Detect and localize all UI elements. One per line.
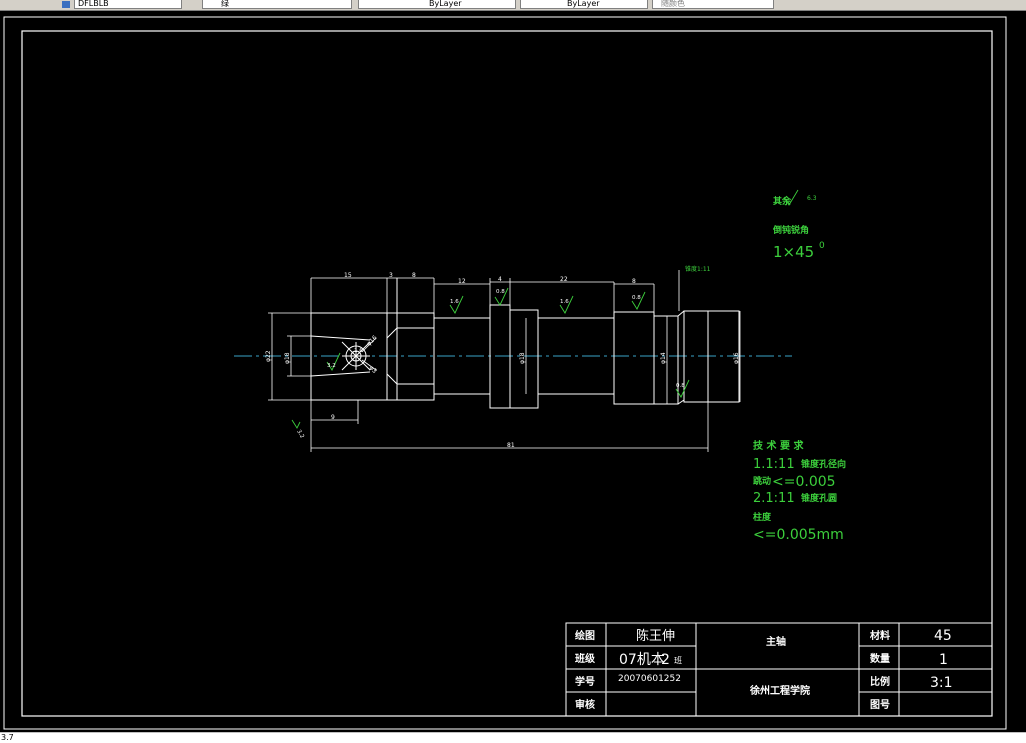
sheet-outer-border [3, 16, 1007, 730]
rough-1-6b: 1.6 [560, 299, 569, 305]
review-label: 审核 [575, 698, 595, 711]
general-notes: 其余 6.3 倒钝锐角 1×45 0 [772, 195, 825, 261]
dim-phi16b: φ16 [365, 334, 378, 347]
draw-value: 陈王伸 [636, 628, 675, 644]
dim-3: 3 [389, 272, 393, 279]
technical-requirements: 技 术 要 求 1.1:11 锥度孔径向 跳动 <=0.005 2.1:11 锥… [753, 439, 846, 543]
rough-0-8a: 0.8 [496, 289, 505, 295]
material-label: 材料 [870, 629, 890, 642]
req1b-text: 跳动 [753, 475, 771, 487]
req1b-val: <=0.005 [772, 474, 836, 490]
id-value: 20070601252 [618, 674, 681, 684]
drawing-frame [21, 30, 993, 717]
lineweight-dropdown[interactable]: ByLayer [520, 0, 648, 9]
layer-state-icon[interactable] [62, 1, 70, 8]
req1-text: 锥度孔径向 [801, 458, 846, 470]
qty-label: 数量 [870, 652, 890, 665]
cross-hole-symbol [341, 341, 371, 371]
drawing-no-label: 图号 [870, 699, 890, 711]
roughness-values: 0.8 1.6 1.6 0.8 0.8 3.2 1.6 3.2 [295, 289, 685, 440]
dim-4: 4 [498, 276, 502, 283]
linetype-dropdown[interactable]: ByLayer [358, 0, 516, 9]
roughness-symbols [291, 189, 799, 429]
rough-3-2b: 3.2 [295, 429, 305, 440]
properties-toolbar: DFLBLB 绿 ByLayer ByLayer 随颜色 [0, 0, 1026, 11]
tech-title: 技 术 要 求 [753, 439, 804, 452]
layer-dropdown[interactable]: DFLBLB [74, 0, 182, 9]
rough-1-6a: 1.6 [450, 299, 459, 305]
req1-num: 1.1:11 [753, 457, 795, 472]
dim-15: 15 [344, 272, 352, 279]
rough-0-8b: 0.8 [632, 295, 641, 301]
dimension-lines [268, 270, 741, 452]
dim-8a: 8 [412, 272, 416, 279]
class-small: 班 [674, 655, 682, 665]
dim-22: 22 [560, 276, 568, 283]
school-name: 徐州工程学院 [749, 684, 810, 697]
other-rough-value: 6.3 [807, 195, 817, 202]
rough-0-8c: 0.8 [676, 383, 685, 389]
dim-phi16: φ16 [733, 352, 740, 364]
dimension-texts: 15 3 8 12 4 22 8 9 81 φ22 φ18 φ18 φ14 φ1… [265, 272, 740, 449]
coordinate-readout: 3.7 [1, 733, 14, 742]
class-value: 07机本 [619, 652, 665, 668]
taper-note: 锥度1:11 [685, 265, 711, 273]
dim-phi22: φ22 [265, 350, 272, 362]
chamfer-sup: 0 [819, 241, 825, 251]
dim-phi14: φ14 [660, 352, 667, 364]
plotstyle-dropdown[interactable]: 随颜色 [652, 0, 774, 9]
class-num: 2 [661, 652, 670, 668]
req2-num: 2.1:11 [753, 491, 795, 506]
req2-text: 锥度孔圆 [801, 492, 837, 504]
part-name: 主轴 [766, 635, 786, 648]
req2b-val: <=0.005mm [753, 527, 844, 543]
command-status-bar: 3.7 [0, 732, 1026, 743]
class-label: 班级 [575, 652, 596, 665]
qty-value: 1 [939, 652, 948, 668]
dim-8b: 8 [632, 278, 636, 285]
rough-3-2a: 3.2 [327, 363, 336, 369]
shaft-outline [310, 278, 740, 409]
dim-phi18b: φ18 [519, 352, 526, 364]
scale-label: 比例 [870, 675, 890, 688]
rough-1-6c: 1.6 [354, 348, 363, 354]
id-label: 学号 [575, 675, 595, 688]
draw-label: 绘图 [575, 629, 595, 642]
chamfer-value: 1×45 [773, 243, 814, 261]
dim-phi3: φ3 [368, 364, 379, 375]
dim-phi18a: φ18 [284, 352, 291, 364]
material-value: 45 [934, 628, 952, 644]
dim-81: 81 [507, 442, 515, 449]
other-rough-label: 其余 [773, 195, 792, 207]
color-dropdown[interactable]: 绿 [202, 0, 352, 9]
title-block [565, 622, 993, 717]
scale-value: 3:1 [930, 675, 953, 691]
dim-12: 12 [458, 278, 466, 285]
chamfer-label: 倒钝锐角 [772, 224, 809, 236]
dim-9: 9 [331, 414, 335, 421]
title-block-text: 绘图 陈王伸 班级 07机本 2 班 学号 20070601252 审核 主轴 … [575, 628, 953, 711]
req2b-text: 柱度 [753, 511, 772, 523]
